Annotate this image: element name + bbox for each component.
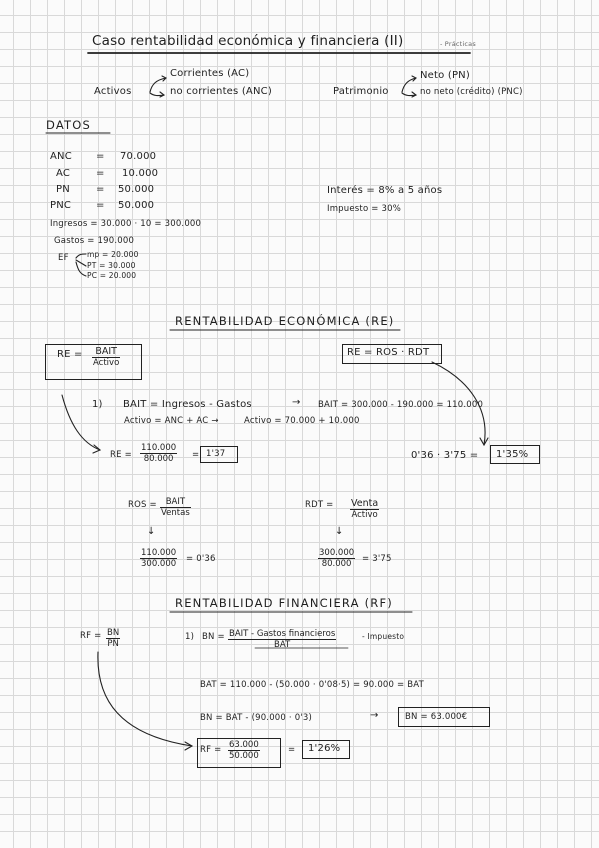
numerator: BAIT bbox=[92, 346, 121, 358]
ros-calc-fraction: 110.000 300.000 bbox=[140, 548, 178, 569]
bn-result-box bbox=[398, 707, 490, 727]
bn-fraction: BAIT - Gastos financieros BAT bbox=[228, 629, 337, 650]
bn-calc: BN = BAT - (90.000 · 0'3) bbox=[200, 713, 312, 723]
impuesto-line: Impuesto = 30% bbox=[327, 204, 401, 214]
re-formula-box bbox=[45, 344, 142, 380]
arrow-icon: → bbox=[370, 710, 379, 721]
denominator: 80.000 bbox=[321, 559, 352, 569]
rf-calc-box bbox=[197, 738, 281, 768]
re-decomposition: RE = ROS · RDT bbox=[347, 347, 430, 358]
bn-minus: - Impuesto bbox=[362, 632, 405, 641]
activos-label: Activos bbox=[94, 86, 132, 97]
denominator: Ventas bbox=[161, 508, 190, 518]
re-calc-fraction: 110.000 80.000 bbox=[140, 443, 178, 464]
title-tag: - Prácticas bbox=[440, 40, 476, 48]
page-title: Caso rentabilidad económica y financiera… bbox=[92, 33, 404, 49]
patrimonio-label: Patrimonio bbox=[333, 86, 389, 97]
datos-row-value: 50.000 bbox=[118, 200, 155, 211]
re-step-marker: 1) bbox=[92, 399, 103, 410]
datos-row-value: 10.000 bbox=[122, 168, 159, 179]
numerator: 110.000 bbox=[140, 548, 178, 559]
ef-item: PC = 20.000 bbox=[87, 271, 137, 280]
activo-formula: Activo = ANC + AC → bbox=[124, 416, 219, 426]
datos-heading: DATOS bbox=[46, 118, 92, 132]
datos-row-label: ANC bbox=[50, 151, 72, 162]
numerator: BAIT bbox=[160, 497, 191, 508]
denominator: 80.000 bbox=[143, 454, 174, 464]
numerator: Venta bbox=[350, 498, 380, 510]
datos-row-value: 70.000 bbox=[120, 151, 157, 162]
rf-formula-fraction: BN PN bbox=[106, 628, 121, 649]
rf-formula-left: RF = bbox=[80, 631, 102, 641]
numerator: BN bbox=[106, 628, 121, 639]
no-corrientes-label: no corrientes (ANC) bbox=[170, 86, 272, 97]
rf-heading: RENTABILIDAD FINANCIERA (RF) bbox=[175, 596, 393, 610]
product-result: 1'35% bbox=[496, 449, 529, 460]
datos-row-value: 50.000 bbox=[118, 184, 155, 195]
denominator: 300.000 bbox=[141, 559, 177, 569]
rf-calc-eq: = bbox=[288, 745, 296, 755]
re-formula-left: RE = bbox=[57, 349, 83, 360]
ef-label: EF bbox=[58, 253, 69, 263]
rf-result-box bbox=[302, 740, 350, 759]
rdt-calc-fraction: 300.000 80.000 bbox=[318, 548, 356, 569]
bat-calc: BAT = 110.000 - (50.000 · 0'08·5) = 90.0… bbox=[200, 680, 425, 690]
denominator: Activo bbox=[351, 510, 378, 520]
ros-fraction: BAIT Ventas bbox=[160, 497, 191, 518]
numerator: BAIT - Gastos financieros bbox=[228, 629, 337, 640]
bn-label: BN = bbox=[202, 632, 225, 642]
product-result-box bbox=[490, 445, 540, 464]
denominator: PN bbox=[107, 639, 119, 649]
re-formula-fraction: BAIT Activo bbox=[92, 346, 121, 368]
product-calc: 0'36 · 3'75 = bbox=[411, 450, 479, 461]
re-heading: RENTABILIDAD ECONÓMICA (RE) bbox=[175, 314, 395, 328]
interes-line: Interés = 8% a 5 años bbox=[327, 185, 443, 196]
datos-row-label: AC bbox=[56, 168, 71, 179]
activo-calc: Activo = 70.000 + 10.000 bbox=[244, 416, 360, 426]
ef-item: PT = 30.000 bbox=[87, 261, 136, 270]
rf-result: 1'26% bbox=[308, 743, 341, 754]
bait-formula: BAIT = Ingresos - Gastos bbox=[123, 399, 252, 410]
bn-result: BN = 63.000€ bbox=[405, 712, 468, 722]
denominator: Activo bbox=[93, 358, 120, 368]
datos-row-eq: = bbox=[96, 200, 105, 211]
rdt-label: RDT = bbox=[305, 500, 334, 510]
datos-row-eq: = bbox=[96, 168, 105, 179]
ef-item: mp = 20.000 bbox=[87, 250, 139, 259]
rdt-result: = 3'75 bbox=[362, 554, 392, 564]
datos-row-eq: = bbox=[96, 184, 105, 195]
rf-calc-fraction: 63.000 50.000 bbox=[228, 740, 260, 761]
arrow-icon: → bbox=[292, 397, 301, 408]
denominator: BAT bbox=[274, 640, 291, 650]
numerator: 110.000 bbox=[140, 443, 178, 454]
gastos-line: Gastos = 190.000 bbox=[54, 236, 135, 246]
datos-row-eq: = bbox=[96, 151, 105, 162]
rf-calc-left: RF = bbox=[200, 745, 222, 755]
bait-calc: BAIT = 300.000 - 190.000 = 110.000 bbox=[318, 400, 484, 410]
ros-result: = 0'36 bbox=[186, 554, 216, 564]
denominator: 50.000 bbox=[229, 751, 259, 761]
rf-step-marker: 1) bbox=[185, 632, 195, 642]
ingresos-line: Ingresos = 30.000 · 10 = 300.000 bbox=[50, 219, 202, 229]
rdt-fraction: Venta Activo bbox=[350, 498, 380, 520]
datos-row-label: PN bbox=[56, 184, 70, 195]
re-calc-eq: = bbox=[192, 450, 200, 460]
numerator: 63.000 bbox=[228, 740, 260, 751]
datos-row-label: PNC bbox=[50, 200, 72, 211]
down-arrow-icon: ↓ bbox=[147, 526, 156, 537]
re-result: 1'37 bbox=[206, 449, 226, 459]
re-result-box bbox=[200, 446, 238, 463]
no-neto-label: no neto (crédito) (PNC) bbox=[420, 87, 523, 97]
corrientes-label: Corrientes (AC) bbox=[170, 68, 250, 79]
re-calc-left: RE = bbox=[110, 450, 132, 460]
neto-label: Neto (PN) bbox=[420, 70, 470, 81]
ros-label: ROS = bbox=[128, 500, 157, 510]
down-arrow-icon: ↓ bbox=[335, 526, 344, 537]
numerator: 300.000 bbox=[318, 548, 356, 559]
re-decomposition-box bbox=[342, 344, 442, 364]
